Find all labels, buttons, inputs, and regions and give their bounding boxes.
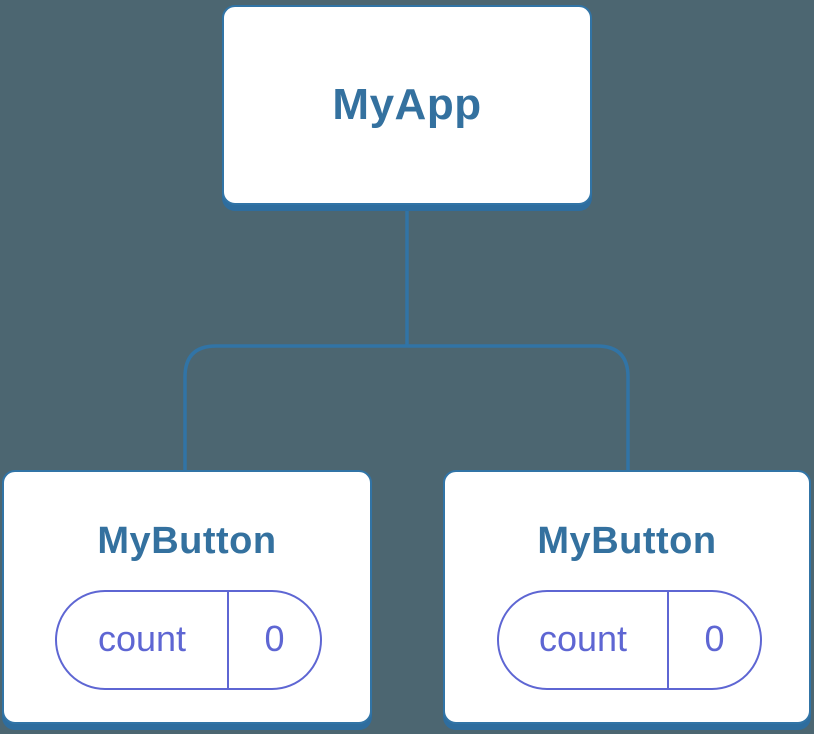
state-badge: count 0 <box>497 590 762 690</box>
state-name-label: count <box>538 618 628 659</box>
tree-node-root: MyApp <box>222 5 592 205</box>
tree-node-child-1: MyButton count 0 <box>2 470 372 724</box>
component-name: MyApp <box>332 80 482 129</box>
state-badge: count 0 <box>55 590 322 690</box>
state-name-label: count <box>97 618 187 659</box>
tree-node-child-2: MyButton count 0 <box>443 470 811 724</box>
edge-branch-bracket <box>183 344 630 474</box>
component-name: MyButton <box>537 520 717 562</box>
state-value: 0 <box>667 592 760 688</box>
component-name: MyButton <box>97 520 277 562</box>
state-value: 0 <box>227 592 320 688</box>
